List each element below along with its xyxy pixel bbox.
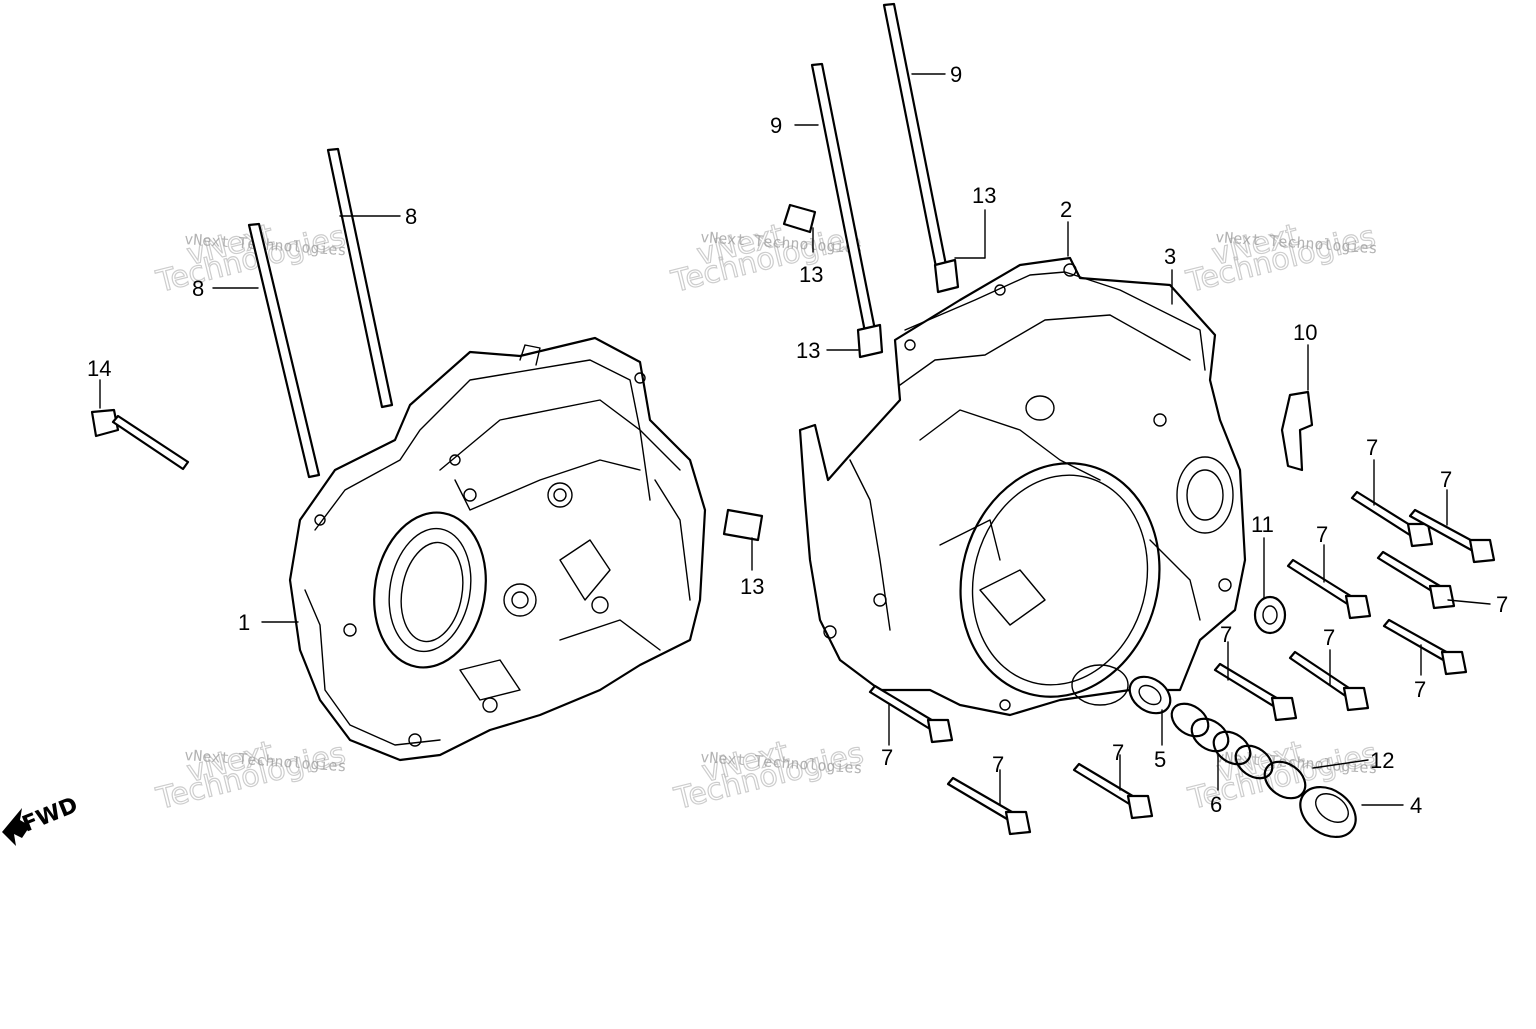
stud-bolt-9b	[882, 2, 948, 269]
callout-5: 5	[1154, 747, 1166, 772]
flange-bolt-14	[90, 408, 190, 471]
callout-3: 3	[1164, 244, 1176, 269]
left-crankcase-half	[288, 336, 707, 762]
watermark-top-center: vNext Technologies vNext Technologies	[667, 217, 865, 301]
callout-13: 13	[796, 338, 820, 363]
callout-4: 4	[1410, 793, 1422, 818]
callout-7: 7	[992, 752, 1004, 777]
callout-7: 7	[1316, 522, 1328, 547]
callout-7: 7	[1112, 740, 1124, 765]
hex-bolt-7a	[1350, 490, 1434, 548]
callout-8: 8	[192, 276, 204, 301]
fwd-label: FWD	[19, 793, 82, 838]
o-ring-12	[1263, 760, 1307, 800]
dowel-pin-13a	[782, 203, 817, 234]
hex-bolt-7j	[1072, 762, 1154, 820]
stud-bolt-9a	[810, 62, 880, 349]
callout-1: 1	[238, 610, 250, 635]
callout-7: 7	[1323, 625, 1335, 650]
callout-13: 13	[740, 574, 764, 599]
hex-bolt-7g	[1213, 662, 1298, 722]
leader-lines	[99, 73, 1491, 806]
callout-13: 13	[972, 183, 996, 208]
callout-12: 12	[1370, 748, 1394, 773]
callout-8: 8	[405, 204, 417, 229]
dowel-pin-13b	[856, 323, 884, 359]
callout-7: 7	[1220, 622, 1232, 647]
callout-13: 13	[799, 262, 823, 287]
callout-7: 7	[1440, 467, 1452, 492]
fwd-arrow-icon	[2, 808, 30, 846]
watermark-top-right: vNext Technologies vNext Technologies	[1182, 217, 1380, 301]
callout-7: 7	[1366, 435, 1378, 460]
dowel-pin-13d	[722, 508, 764, 542]
hex-bolt-7i	[946, 776, 1032, 836]
hex-bolt-7d	[1376, 550, 1456, 610]
watermark-bottom-center: vNext Technologies vNext Technologies	[670, 734, 868, 818]
spring-6	[1170, 702, 1274, 780]
callout-labels: 1 2 3 4 5 6 7 7 7 7 7 7 7 7 7 7 7 8 8 9 …	[87, 62, 1508, 818]
callout-7: 7	[1496, 592, 1508, 617]
hex-bolt-7h	[868, 684, 954, 744]
callout-7: 7	[881, 745, 893, 770]
callout-14: 14	[87, 356, 111, 381]
callout-2: 2	[1060, 197, 1072, 222]
bracket-10	[1280, 390, 1314, 472]
callout-7: 7	[1414, 677, 1426, 702]
hex-bolt-7c	[1286, 558, 1372, 620]
stud-bolt-8a	[247, 222, 321, 479]
drain-cap-4	[1299, 785, 1357, 839]
stud-bolt-8b	[326, 147, 394, 409]
hex-bolt-7-set	[868, 490, 1496, 836]
callout-9: 9	[950, 62, 962, 87]
callout-10: 10	[1293, 320, 1317, 345]
forward-direction-indicator: FWD	[2, 793, 82, 846]
dowel-pin-13c	[933, 258, 960, 294]
callout-9: 9	[770, 113, 782, 138]
right-crankcase-half	[798, 256, 1247, 717]
callout-6: 6	[1210, 792, 1222, 817]
oil-strainer-screen-5	[1128, 675, 1172, 715]
hex-bolt-7f	[1288, 650, 1370, 712]
watermark-bottom-left: vNext Technologies vNext Technologies	[152, 734, 350, 818]
hex-bolt-7b	[1408, 508, 1496, 564]
hex-bolt-7e	[1382, 618, 1468, 676]
collar-11	[1253, 595, 1287, 635]
callout-11: 11	[1251, 512, 1274, 537]
